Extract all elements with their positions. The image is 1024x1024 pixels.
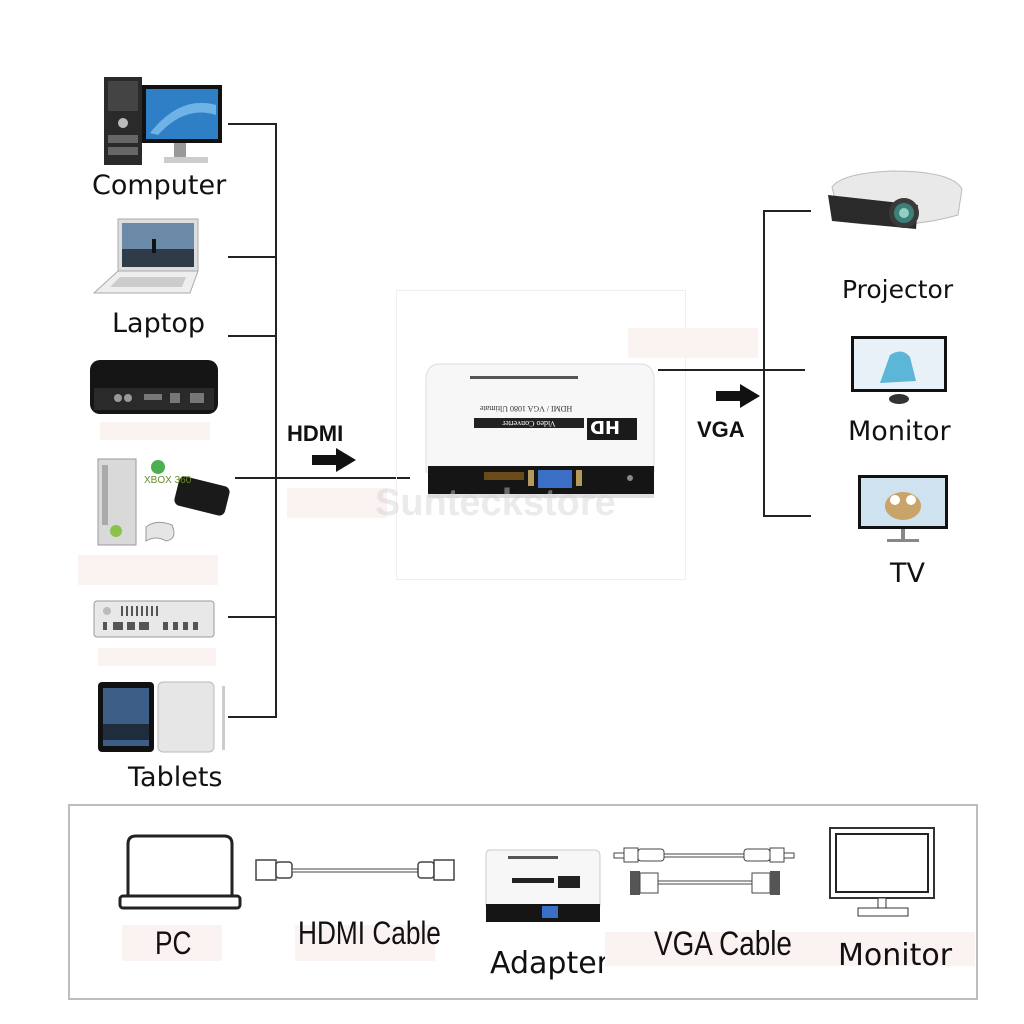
source-label: Tablets bbox=[128, 762, 223, 793]
output-monitor bbox=[850, 335, 948, 407]
strip-label: VGA Cable bbox=[654, 925, 792, 963]
connection-strip bbox=[68, 804, 978, 1000]
set-top-box-icon bbox=[90, 360, 218, 414]
connector-computer bbox=[228, 123, 276, 125]
hdmi-cable-icon bbox=[255, 859, 455, 881]
label-mask bbox=[100, 422, 210, 440]
label-mask bbox=[78, 555, 218, 585]
label-mask bbox=[122, 925, 222, 961]
game-console-icon bbox=[97, 458, 230, 546]
strip-label: HDMI Cable bbox=[298, 915, 441, 951]
tv-icon bbox=[858, 475, 948, 542]
connector-media-box bbox=[228, 335, 276, 337]
connector-laptop bbox=[228, 256, 276, 258]
laptop-outline-icon bbox=[118, 834, 242, 910]
output-tv bbox=[857, 474, 949, 546]
label-mask bbox=[605, 932, 975, 966]
output-bus-line bbox=[763, 210, 765, 517]
input-bus-line bbox=[275, 123, 277, 718]
right-arrow-icon bbox=[312, 448, 356, 472]
source-computer bbox=[100, 75, 230, 170]
source-media-box bbox=[88, 358, 220, 418]
vga-output-label: VGA bbox=[697, 417, 745, 442]
strip-label: PC bbox=[155, 925, 192, 961]
xbox-360-badge: XBOX 360 bbox=[144, 475, 192, 486]
source-mini-pc bbox=[93, 600, 215, 640]
connector-tablets bbox=[228, 716, 276, 718]
monitor-outline-icon bbox=[829, 827, 935, 917]
strip-label: Monitor bbox=[838, 938, 953, 973]
right-arrow-icon bbox=[716, 384, 760, 408]
output-label: Projector bbox=[842, 275, 954, 304]
connector-output-main bbox=[658, 369, 805, 371]
source-tablets bbox=[96, 680, 231, 755]
connector-main bbox=[235, 477, 410, 479]
vga-cable-icon bbox=[613, 847, 795, 895]
device-title: Video Converter bbox=[474, 418, 584, 428]
mini-pc-icon bbox=[93, 600, 215, 638]
output-projector bbox=[822, 165, 967, 240]
label-mask bbox=[295, 925, 435, 961]
watermark: Sunteckstore bbox=[375, 482, 616, 524]
converter-icon bbox=[425, 363, 655, 498]
output-label: TV bbox=[890, 558, 925, 589]
projector-icon bbox=[828, 170, 963, 229]
source-label: Laptop bbox=[112, 308, 205, 339]
monitor-icon bbox=[851, 336, 947, 404]
source-label: Computer bbox=[92, 170, 227, 201]
device-logo: HD bbox=[590, 416, 621, 437]
source-consoles: XBOX 360 bbox=[94, 455, 234, 550]
connector-tv bbox=[763, 515, 811, 517]
tablet-icon bbox=[98, 681, 225, 753]
label-mask bbox=[98, 648, 216, 666]
desktop-computer-icon bbox=[104, 77, 222, 165]
source-laptop bbox=[90, 215, 205, 300]
hdmi-input-label: HDMI bbox=[287, 421, 344, 446]
strip-label: Adapter bbox=[490, 946, 610, 981]
label-mask bbox=[287, 488, 387, 518]
converter-device: HD Video Converter HDMI / VGA 1080 Ultim… bbox=[422, 360, 660, 500]
output-label: Monitor bbox=[848, 416, 951, 447]
device-subtitle: HDMI / VGA 1080 Ultimate bbox=[480, 404, 573, 413]
adapter-icon bbox=[485, 849, 601, 922]
connector-mini-pc bbox=[228, 616, 276, 618]
label-mask bbox=[628, 328, 758, 358]
connector-projector bbox=[763, 210, 811, 212]
device-panel bbox=[396, 290, 686, 580]
laptop-icon bbox=[92, 218, 199, 294]
